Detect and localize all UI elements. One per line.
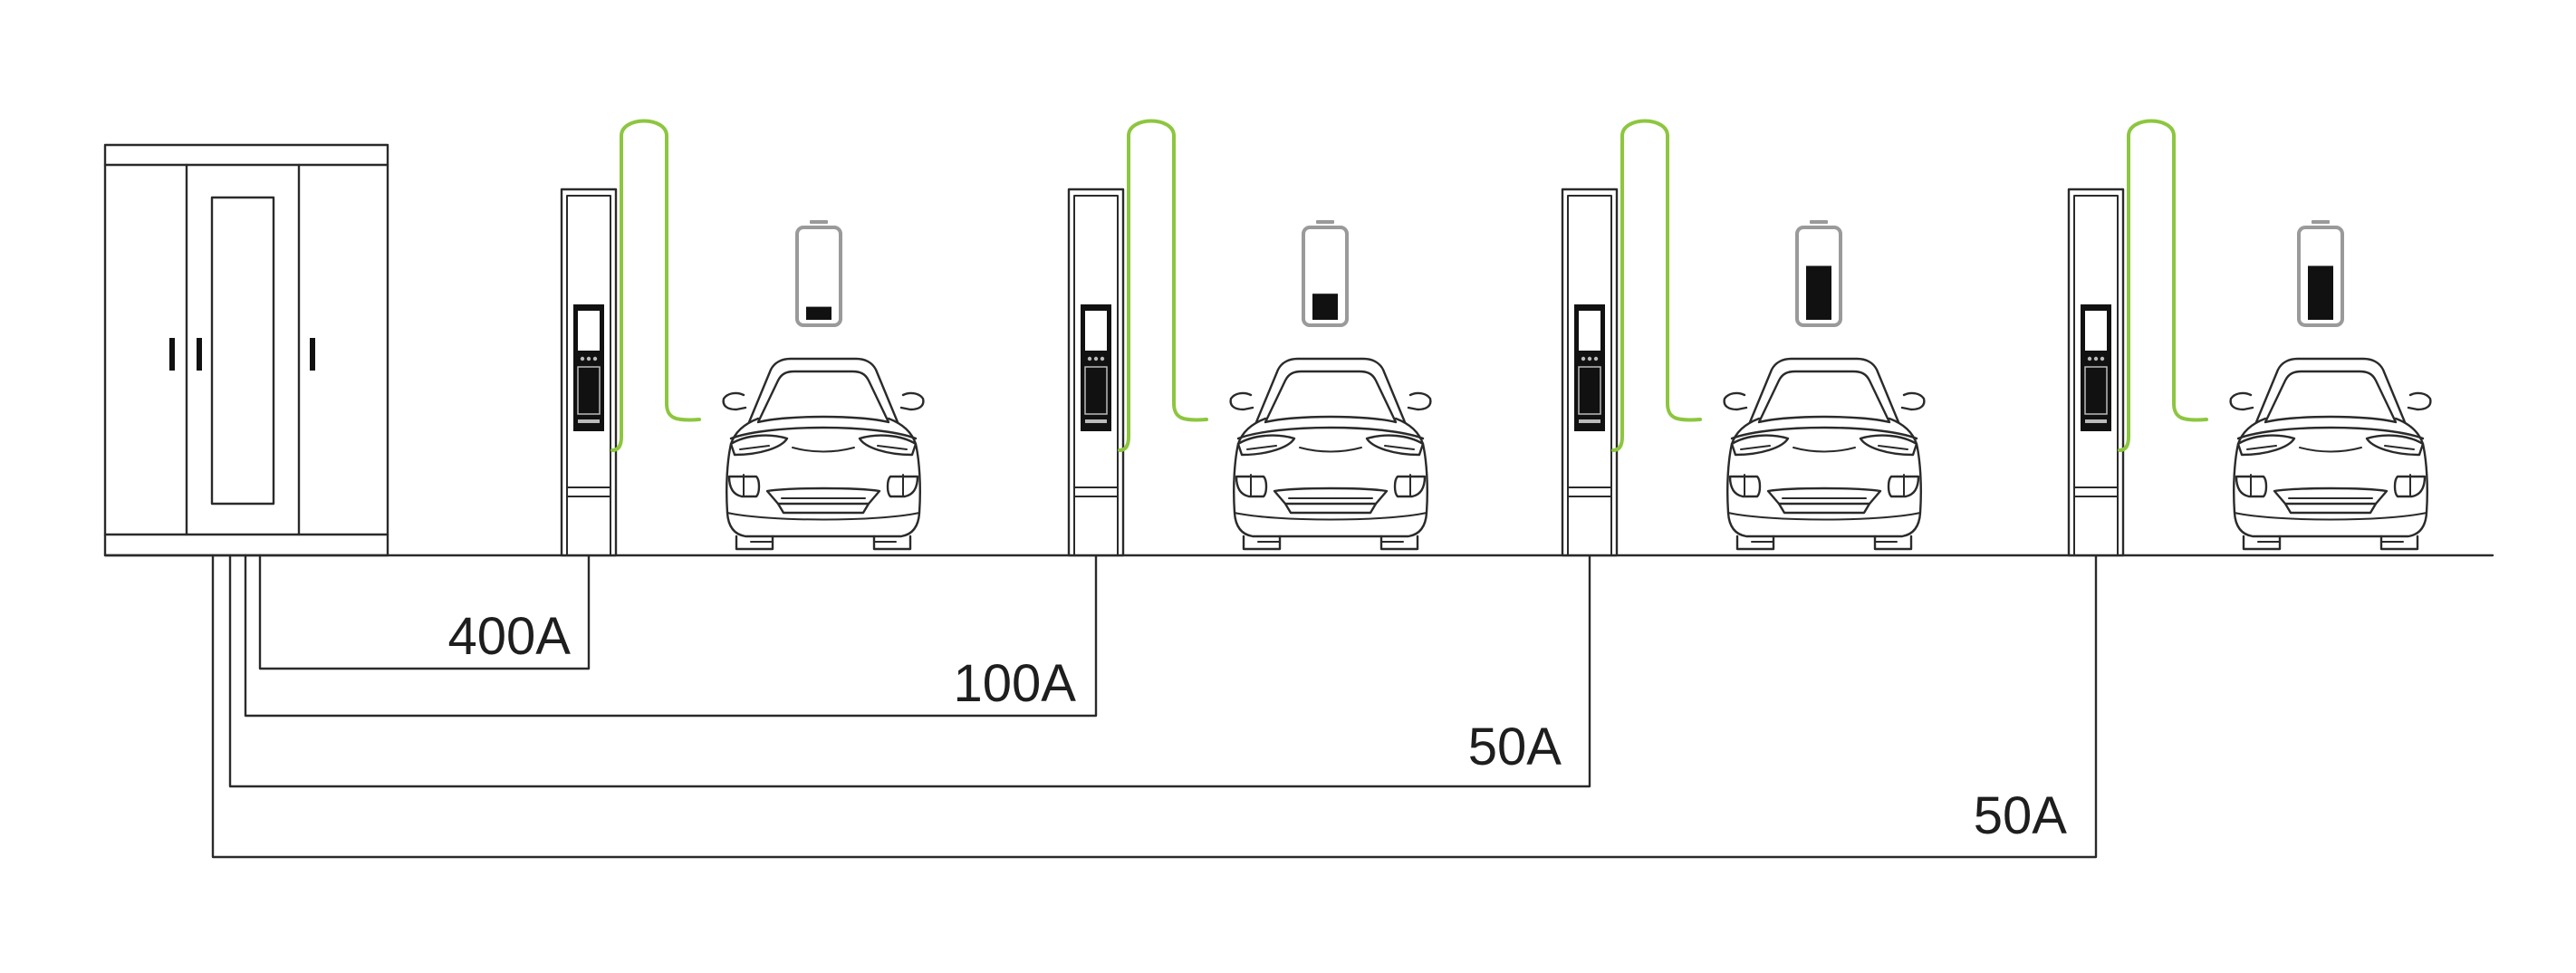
battery-icon xyxy=(795,218,842,327)
electric-car-icon xyxy=(1723,357,1926,551)
battery-icon xyxy=(1795,218,1842,327)
door-handle-icon xyxy=(197,338,202,371)
charger-post-icon xyxy=(560,188,618,557)
charger-post-icon xyxy=(1561,188,1619,557)
electric-car-icon xyxy=(2229,357,2432,551)
charging-cable xyxy=(610,119,701,452)
feed-wire-2: 100A xyxy=(244,554,1098,718)
current-label: 50A xyxy=(1468,718,1562,776)
power-cabinet-icon xyxy=(103,143,389,557)
current-label: 50A xyxy=(1974,786,2068,845)
charging-cable xyxy=(1611,119,1702,452)
charging-station-2 xyxy=(1067,119,1432,557)
charging-cable xyxy=(1118,119,1208,452)
battery-icon xyxy=(2297,218,2344,327)
door-handle-icon xyxy=(310,338,315,371)
feed-wire-4: 50A xyxy=(211,554,2098,859)
charging-cable xyxy=(2118,119,2208,452)
door-handle-icon xyxy=(169,338,175,371)
battery-icon xyxy=(1302,218,1349,327)
charger-post-icon xyxy=(2067,188,2125,557)
feed-wire-1: 400A xyxy=(258,554,591,670)
current-label: 400A xyxy=(448,607,572,666)
charging-station-3 xyxy=(1561,119,1926,557)
electric-car-icon xyxy=(722,357,925,551)
feed-wire-3: 50A xyxy=(228,554,1591,788)
charging-station-4 xyxy=(2067,119,2432,557)
charger-post-icon xyxy=(1067,188,1125,557)
charging-station-1 xyxy=(560,119,925,557)
electric-car-icon xyxy=(1229,357,1432,551)
current-label: 100A xyxy=(954,654,1077,713)
